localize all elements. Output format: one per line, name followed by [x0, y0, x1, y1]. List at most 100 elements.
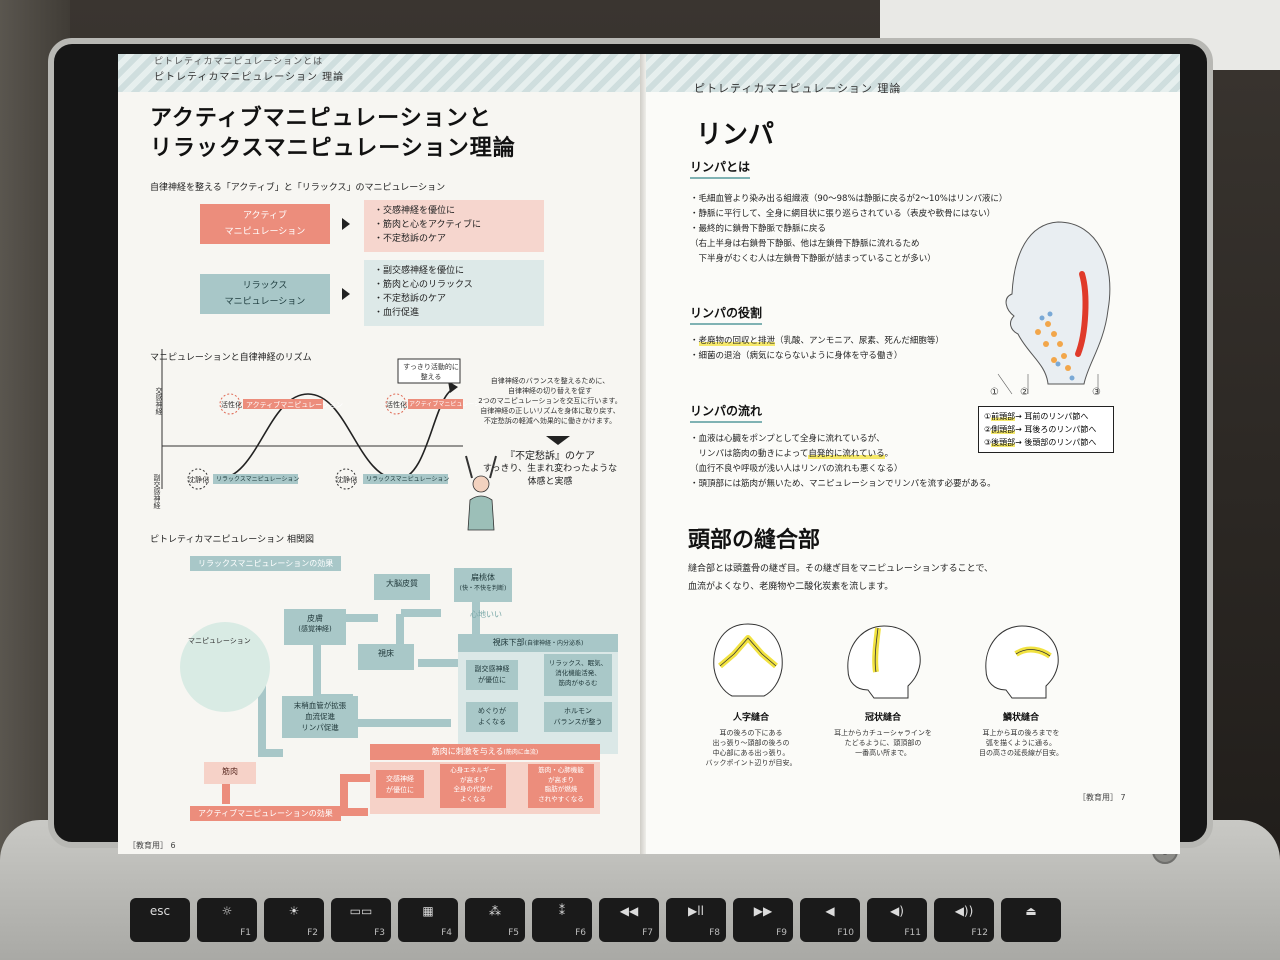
keyboard-key[interactable]: ◀◀F7 — [599, 898, 659, 942]
intro-text: 自律神経を整える「アクティブ」と「リラックス」のマニピュレーション — [150, 183, 446, 193]
about-lymph-list: ・毛細血管より染み出る組織液（90～98%は静脈に戻るが2～10%はリンパ液に）… — [690, 192, 1007, 267]
legend-part: 後頭部 — [991, 438, 1016, 447]
legend-text: → 耳前のリンパ節へ — [1015, 412, 1089, 421]
circulation-line: めぐりが — [478, 707, 506, 715]
keyboard-key[interactable]: esc — [130, 898, 190, 942]
parasym-line: が優位に — [478, 676, 506, 684]
flow-highlight: 自発的に流れている — [808, 449, 885, 459]
legend-num: ② — [984, 425, 992, 434]
callout-line: すっきり、生まれ変わったような — [482, 464, 618, 474]
arrow-right-icon — [342, 218, 350, 230]
lymph-role-list: ・老廃物の回収と排泄（乳酸、アンモニア、尿素、死んだ細胞等） ・細菌の退治（病気… — [690, 334, 944, 364]
legend-row: ③後頭部→ 後頭部のリンパ節へ — [984, 436, 1108, 449]
fat-line: 脂肪が燃焼 — [544, 785, 578, 793]
stimulus-sub: (筋肉に血流) — [503, 749, 539, 756]
note-line: 自律神経の正しいリズムを身体に取り戻す、 — [480, 407, 620, 415]
label-num-1: ① — [990, 387, 999, 398]
axis-parasympathetic-label: 副交感神経 — [153, 474, 161, 509]
skull-desc-line: 耳上から耳の後ろまでを — [982, 729, 1060, 737]
active-manip-label-2: アクティブマニピュレーション — [409, 401, 493, 408]
manipulation-label: マニピュレーション — [188, 637, 251, 645]
key-glyph-icon: ◀)) — [954, 904, 974, 918]
lymph-title: リンパ — [696, 120, 775, 150]
keyboard-key[interactable]: ⏏ — [1001, 898, 1061, 942]
legend-part: 前頭部 — [991, 412, 1016, 421]
role-rest: （乳酸、アンモニア、尿素、死んだ細胞等） — [775, 336, 944, 346]
keyboard-key[interactable]: ◀)F11 — [867, 898, 927, 942]
open-booklet: ピトレティカマニピュレーションとは ピトレティカマニピュレーション 理論 アクテ… — [118, 54, 1180, 854]
skull-desc-line: 出っ張り～頭部の後ろの — [712, 739, 790, 747]
relax-label-bar-2 — [363, 474, 448, 484]
skull-side-coronal-illustration — [847, 625, 921, 699]
speech-bubble — [397, 358, 461, 384]
keyboard-key[interactable]: ☼ F1 — [197, 898, 257, 942]
node-skin: 皮膚 (感覚神経) — [284, 609, 346, 645]
sym-line: が優位に — [386, 786, 414, 794]
flow-text-end: 。 — [884, 449, 894, 459]
left-header-prev: ピトレティカマニピュレーションとは — [154, 57, 324, 67]
about-point: ・毛細血管より染み出る組織液（90～98%は静脈に戻るが2～10%はリンパ液に） — [690, 194, 1008, 204]
suture-line: 血流がよくなり、老廃物や二酸化炭素を流します。 — [688, 582, 894, 592]
skull-desc-line: 弧を描くように通る。 — [986, 739, 1056, 747]
about-point: ・静脈に平行して、全身に網目状に張り巡らされている（表皮や軟骨にはない） — [690, 209, 996, 219]
hypothalamus-header: 視床下部(自律神経・内分泌系) — [458, 634, 618, 652]
role-point-2: ・細菌の退治（病気にならないように身体を守る働き） — [690, 351, 903, 361]
head-lymph-illustration — [997, 221, 1111, 395]
flow-text: リンパは筋肉の動きによって — [690, 449, 809, 459]
active-label-bar-2 — [408, 399, 463, 409]
key-glyph-icon: ☼ — [221, 904, 233, 918]
energy-line: 心身エネルギー — [450, 766, 496, 774]
key-fn-label: F3 — [374, 928, 385, 938]
keyboard-key[interactable]: ▦F4 — [398, 898, 458, 942]
stimulus-label: 筋肉に刺激を与える — [431, 747, 504, 756]
keyboard-key[interactable]: ◀))F12 — [934, 898, 994, 942]
label-num-3: ③ — [1092, 387, 1101, 398]
relax-box-line: リラックス — [242, 281, 288, 291]
active-label-bar — [243, 399, 323, 409]
keyboard-key[interactable]: ⁂F5 — [465, 898, 525, 942]
energy-line: が高まり — [460, 775, 486, 784]
activate-label-2: 活性化 — [386, 401, 407, 409]
flow-point: ・頭頂部には筋肉が無いため、マニピュレーションでリンパを流す必要がある。 — [690, 479, 996, 489]
skull-desc-line: 目の高さの延長線が目安。 — [979, 749, 1063, 757]
fat-line: 筋肉・心肺機能 — [538, 766, 584, 774]
key-fn-label: F1 — [240, 928, 251, 938]
lymph-flow-title: リンパの流れ — [690, 402, 763, 423]
relax-manip-label-2: リラックスマニピュレーション — [366, 476, 450, 483]
active-box-line: アクティブ — [242, 211, 287, 221]
keyboard-key[interactable]: ☀F2 — [264, 898, 324, 942]
axis-sympathetic-label: 交感神経 — [155, 387, 163, 415]
title-line-2: リラックスマニピュレーション理論 — [150, 136, 516, 161]
callout-line: 体感と実感 — [527, 477, 573, 487]
legend-row: ②側頭部→ 耳後ろのリンパ節へ — [984, 423, 1108, 436]
rhythm-title: マニピュレーションと自律神経のリズム — [150, 353, 312, 363]
calm-label-2: 沈静化 — [336, 476, 357, 484]
rhythm-wave — [217, 388, 454, 480]
active-manip-label: アクティブマニピュレーション — [246, 401, 343, 409]
key-fn-label: F4 — [441, 928, 452, 938]
active-point: ・不定愁訴のケア — [374, 234, 447, 244]
rhythm-note: 自律神経のバランスを整えるために、 自律神経の切り替えを促す 2つのマニピュレー… — [470, 376, 630, 426]
skull-desc-line: 耳上からカチューシャラインを — [834, 729, 932, 737]
keyboard-key[interactable]: ▭▭F3 — [331, 898, 391, 942]
relax-point: ・血行促進 — [374, 308, 420, 318]
about-point: 下半身がむくむ人は左鎖骨下静脈が詰まっていることが多い） — [690, 254, 936, 264]
flow-point: （血行不良や呼吸が浅い人はリンパの流れも悪くなる） — [690, 464, 903, 474]
node-sympathetic: 交感神経 が優位に — [376, 770, 424, 798]
left-header-band: ピトレティカマニピュレーションとは ピトレティカマニピュレーション 理論 — [118, 54, 640, 92]
rhythm-graph — [161, 349, 463, 490]
left-page: ピトレティカマニピュレーションとは ピトレティカマニピュレーション 理論 アクテ… — [118, 54, 640, 854]
legend-num: ③ — [984, 438, 992, 447]
keyboard-key[interactable]: ▶▶F9 — [733, 898, 793, 942]
node-relax-result: リラックス、眠気、 消化機能活発、 筋肉がゆるむ — [544, 654, 612, 696]
keyboard-key[interactable]: ◀F10 — [800, 898, 860, 942]
title-line-1: アクティブマニピュレーションと — [150, 106, 492, 131]
keyboard-key[interactable]: ⁑F6 — [532, 898, 592, 942]
activate-burst-icon — [219, 393, 241, 415]
flow-point-2: リンパは筋肉の動きによって自発的に流れている。 — [690, 447, 996, 462]
relax-point: ・不定愁訴のケア — [374, 294, 447, 304]
skull-name-lambdoid: 人字縫合 — [732, 713, 769, 723]
left-footer: ［教育用］ 6 — [128, 841, 176, 850]
